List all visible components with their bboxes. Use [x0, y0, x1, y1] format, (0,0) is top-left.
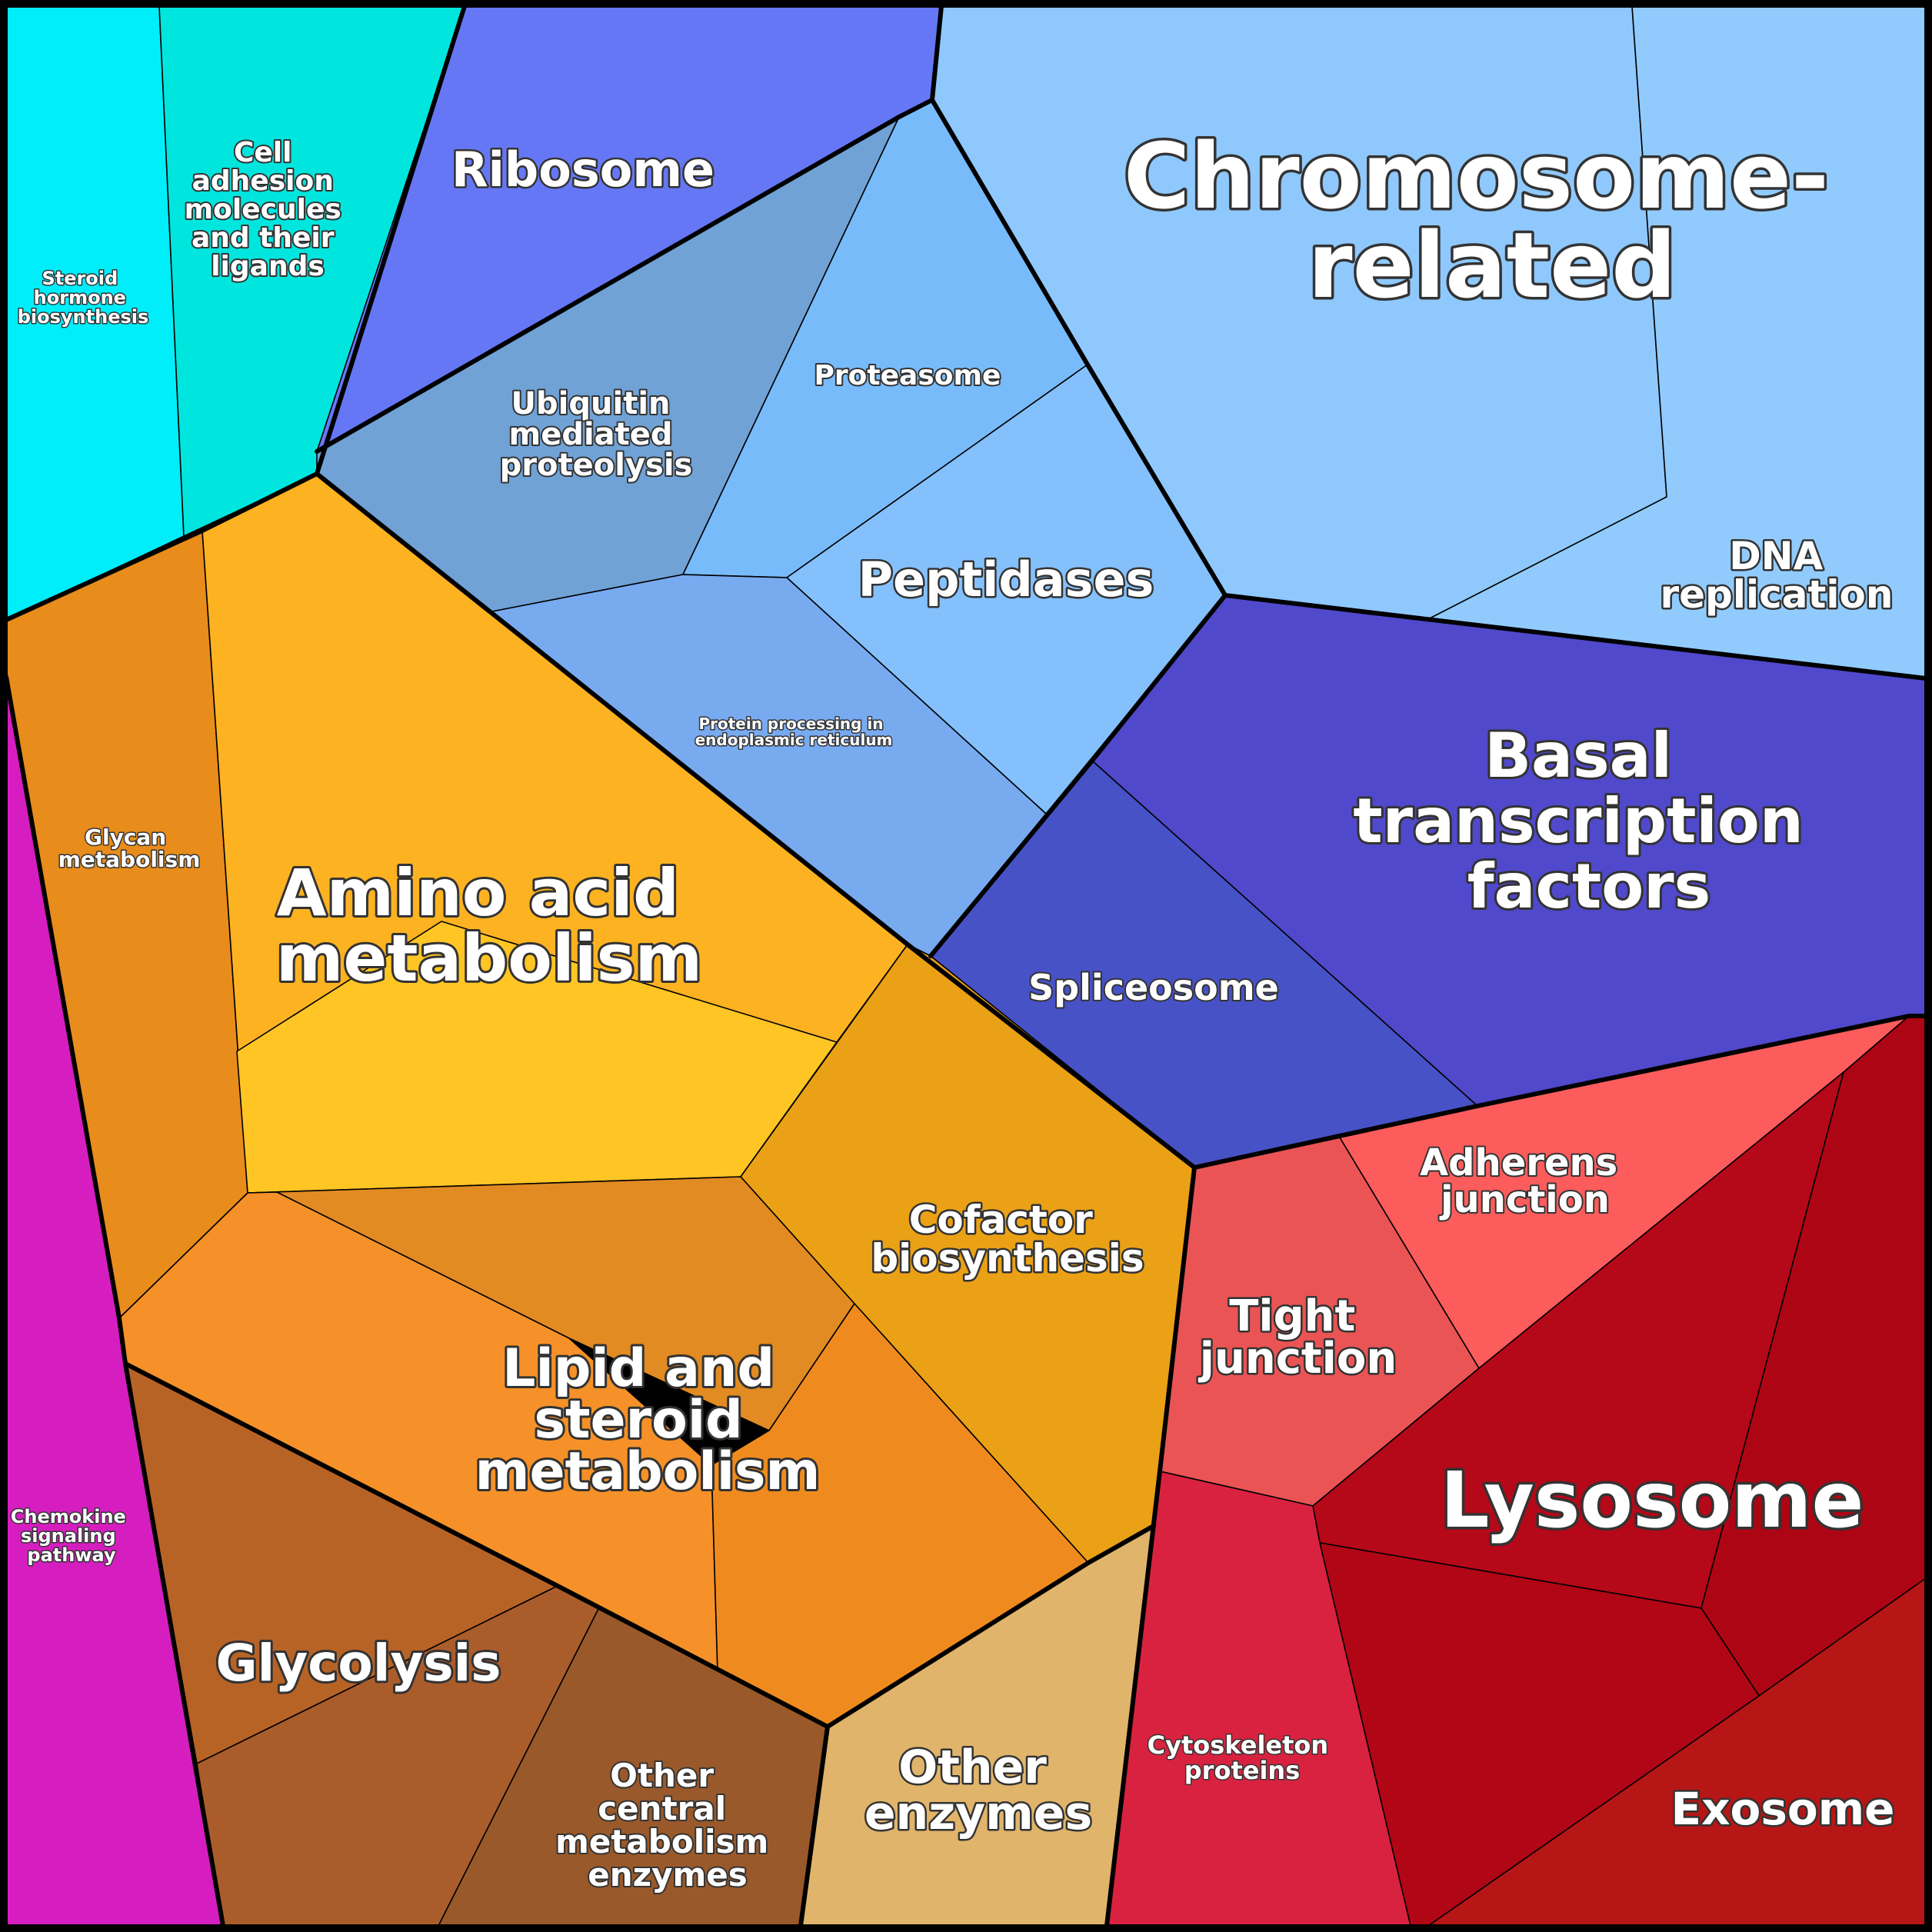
label-steroid: Steroid hormone biosynthesis: [18, 268, 149, 328]
label-basal: Basal transcription factors: [1353, 720, 1824, 922]
label-chemokine: Chemokine signaling pathway: [11, 1506, 132, 1566]
label-ubiquitin: Ubiquitin mediated proteolysis: [500, 386, 693, 483]
label-other-enzymes: Other enzymes: [864, 1740, 1092, 1840]
label-cofactor: Cofactor biosynthesis: [871, 1198, 1144, 1281]
labels: Steroid hormone biosynthesis Cell adhesi…: [9, 121, 1897, 1896]
label-other-central: Other central metabolism enzymes: [555, 1757, 780, 1894]
label-protein-processing: Protein processing in endoplasmic reticu…: [695, 715, 893, 749]
group-borders: [4, 4, 1928, 1928]
label-peptidases: Peptidases: [858, 551, 1154, 608]
label-lipid: Lipid and steroid metabolism: [475, 1338, 821, 1502]
label-cell-adhesion: Cell adhesion molecules and their ligand…: [185, 137, 351, 282]
label-glycolysis: Glycolysis: [215, 1634, 501, 1693]
label-tight-junction: Tight junction: [1198, 1291, 1397, 1384]
label-exosome: Exosome: [1671, 1783, 1894, 1835]
label-ribosome: Ribosome: [451, 142, 715, 198]
label-chromosome: Chromosome- related: [1124, 123, 1860, 318]
label-proteasome: Proteasome: [814, 360, 1001, 391]
label-adherens: Adherens junction: [1420, 1141, 1631, 1221]
label-lysosome: Lysosome: [1441, 1455, 1864, 1545]
label-dna-replication: DNA replication: [1660, 534, 1893, 617]
label-amino-acid: Amino acid metabolism: [276, 855, 702, 996]
label-glycan: Glycan metabolism: [58, 824, 201, 872]
label-cytoskeleton: Cytoskeleton proteins: [1148, 1730, 1337, 1785]
label-spliceosome: Spliceosome: [1028, 967, 1279, 1008]
